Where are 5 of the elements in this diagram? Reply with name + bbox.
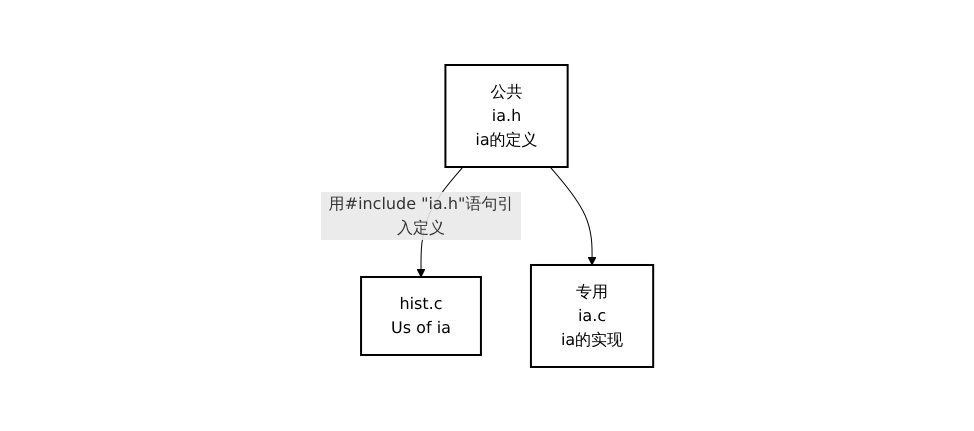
edge-label: 用#include "ia.h"语句引入定义	[328, 193, 514, 236]
node-box: 专用 ia.c ia的实现	[530, 264, 654, 368]
arrow	[550, 166, 596, 265]
node-box: 公共 ia.h ia的定义	[444, 64, 569, 168]
node-box: hist.c Us of ia	[360, 276, 482, 356]
